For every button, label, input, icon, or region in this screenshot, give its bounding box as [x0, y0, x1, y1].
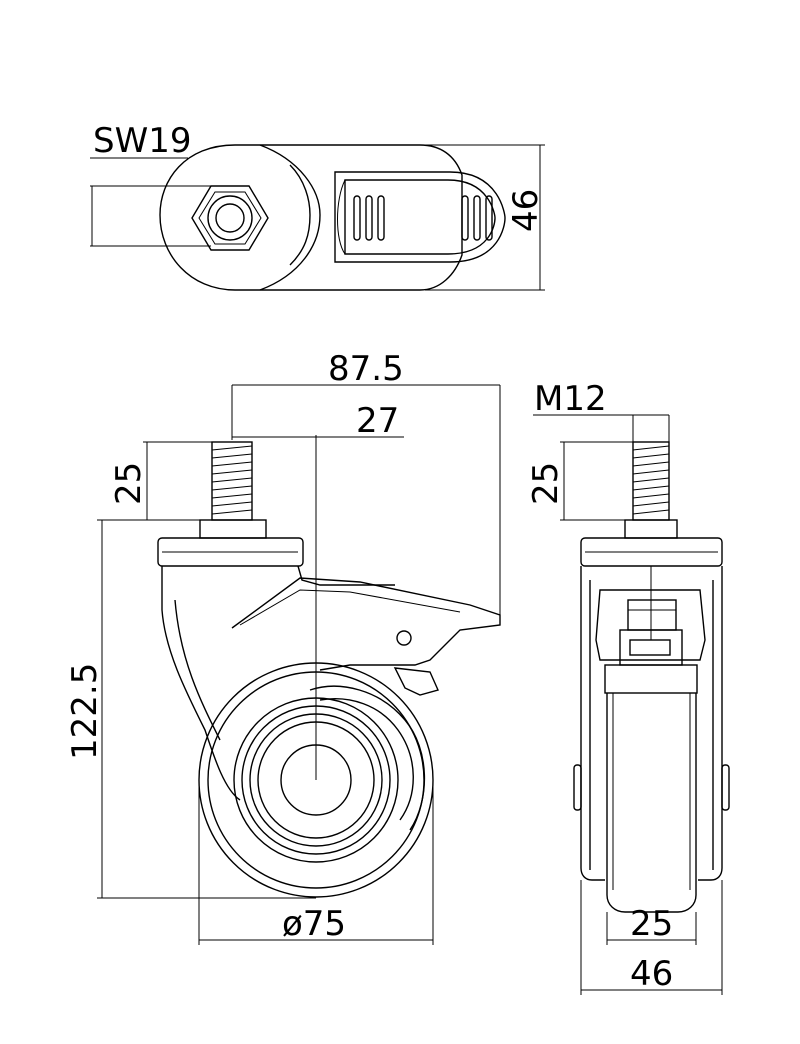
dim-wheel-diameter-label: ø75 [282, 904, 346, 944]
dim-overall-width-label: 46 [630, 954, 673, 994]
side-view: 87.5 27 25 122.5 ø75 [65, 349, 501, 945]
top-view: SW19 46 [90, 121, 546, 291]
hex-nut-icon [191, 185, 269, 251]
dim-wheel-width-label: 25 [630, 904, 673, 944]
dim-stem-length-left-label: 25 [109, 462, 149, 505]
dim-offset-label: 27 [356, 401, 399, 441]
front-view: M12 25 25 46 [526, 379, 730, 995]
dim-sw19-label: SW19 [93, 121, 191, 161]
dim-stem-length-right-label: 25 [526, 462, 566, 505]
dim-thread-label: M12 [534, 379, 607, 419]
dim-top-height-label: 46 [506, 189, 546, 232]
dim-total-width-label: 87.5 [328, 349, 404, 389]
dim-total-height-label: 122.5 [65, 663, 105, 760]
